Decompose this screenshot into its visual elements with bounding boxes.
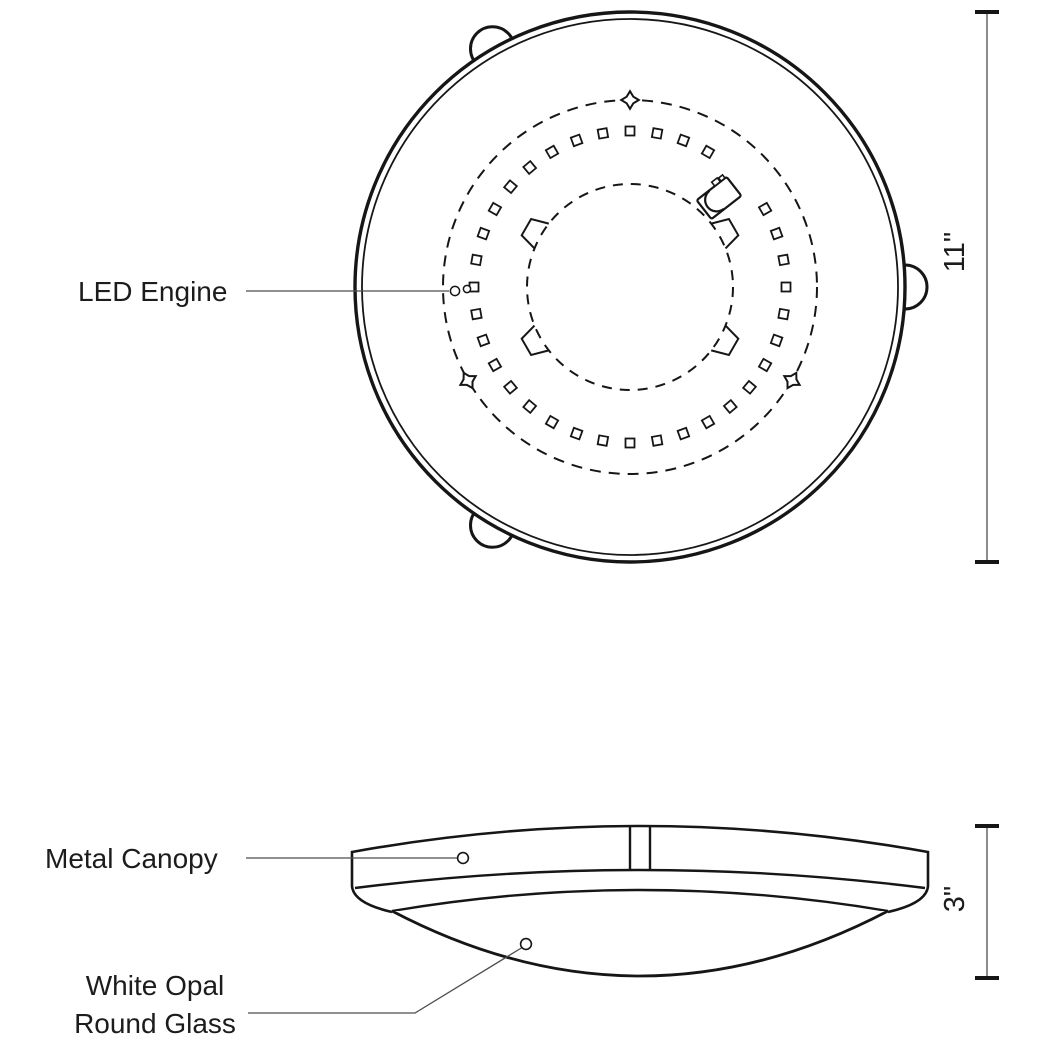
led-module [769, 226, 784, 241]
canopy-lower-rim [354, 868, 926, 890]
fixture-inner-rim-circle [361, 18, 899, 556]
wire-connector [696, 173, 742, 220]
led-module [741, 379, 758, 395]
wire-connector-tab-1 [710, 176, 722, 188]
led-module [502, 179, 519, 195]
fixture-outer-circle [353, 10, 907, 564]
mounting-plate-notch [520, 217, 550, 250]
wire-connector-tab-2 [717, 173, 727, 183]
led-engine-marker-outer [449, 285, 461, 297]
mounting-plate-notch [520, 324, 550, 357]
led-module [487, 357, 503, 373]
mounting-plate-dashed-circle [526, 183, 734, 391]
led-module [722, 398, 738, 415]
spring-clip [619, 89, 641, 111]
led-module [569, 133, 584, 148]
led-module [757, 357, 773, 373]
led-module [544, 144, 560, 160]
led-module [700, 414, 716, 430]
led-module [522, 159, 538, 176]
led-module [544, 414, 560, 430]
led-module [596, 434, 610, 447]
led-module [470, 253, 483, 267]
led-module [624, 437, 636, 449]
led-module [476, 226, 491, 241]
glass-label-line1: White Opal [86, 970, 225, 1001]
mounting-plate-notch [710, 217, 740, 250]
glass-label-line2: Round Glass [74, 1008, 236, 1039]
led-module [777, 253, 790, 267]
led-module [769, 333, 784, 348]
spring-clip [458, 371, 478, 390]
spring-clip [782, 371, 802, 390]
led-module [757, 201, 773, 217]
glass-leader-line [248, 946, 524, 1014]
canopy-outline [350, 824, 930, 914]
led-module [650, 434, 664, 447]
led-engine-label: LED Engine [78, 276, 227, 307]
led-module [502, 379, 519, 395]
led-engine-marker-inner [462, 284, 472, 294]
diameter-dimension: 11" [939, 10, 999, 564]
led-module [650, 127, 664, 140]
diameter-dimension-label: 11" [939, 232, 971, 272]
led-module [700, 144, 716, 160]
led-module [676, 133, 691, 148]
led-module [522, 398, 538, 415]
mounting-plate-notch [710, 324, 740, 357]
led-module [676, 426, 691, 441]
spring-clips [458, 89, 802, 390]
mounting-plate-notches [520, 217, 740, 357]
led-ring [468, 125, 792, 449]
led-module [596, 127, 610, 140]
led-module [487, 201, 503, 217]
led-module [476, 333, 491, 348]
led-module [777, 307, 790, 321]
top-view: LED Engine 11" [78, 10, 999, 564]
led-module [780, 281, 792, 293]
canopy-label: Metal Canopy [45, 843, 218, 874]
led-module [470, 307, 483, 321]
glass-marker [519, 937, 533, 951]
height-dimension: 3" [939, 824, 999, 980]
led-module [624, 125, 636, 137]
side-view: Metal Canopy White Opal Round Glass 3" [45, 824, 999, 1039]
led-module [569, 426, 584, 441]
canopy-marker [456, 851, 470, 865]
glass-bowl-outline [391, 909, 889, 978]
wire-connector-arc [704, 189, 725, 213]
glass-top-rim [391, 888, 889, 913]
height-dimension-label: 3" [939, 886, 971, 912]
